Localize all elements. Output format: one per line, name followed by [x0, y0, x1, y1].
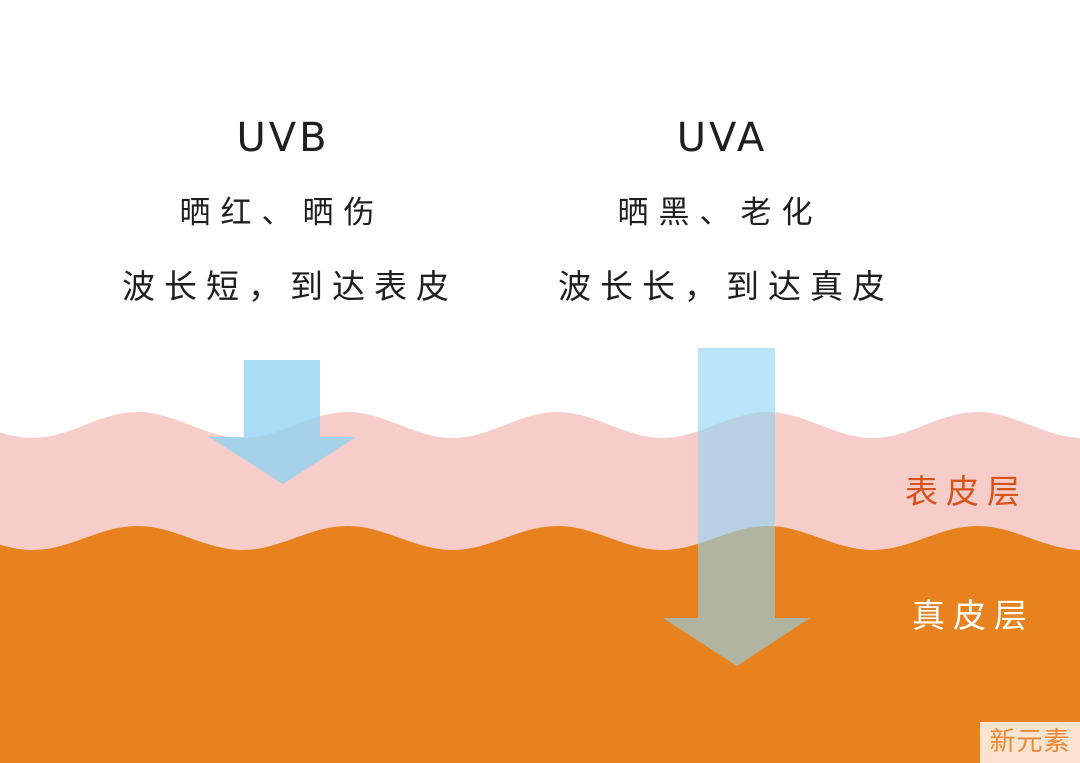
- uva-description: 波长长，到达真皮: [558, 267, 894, 306]
- dermis-label: 真皮层: [912, 596, 1035, 635]
- uva-effect: 晒黑、老化: [617, 195, 823, 231]
- uva-title: UVA: [676, 115, 768, 161]
- uva-arrow: [663, 348, 810, 666]
- uvb-title: UVB: [236, 115, 330, 161]
- epidermis-label: 表皮层: [905, 472, 1028, 511]
- uvb-arrow: [209, 360, 356, 484]
- dermis-layer: [0, 526, 1080, 763]
- uvb-effect: 晒红、晒伤: [179, 195, 385, 231]
- uvb-description: 波长短，到达表皮: [122, 267, 458, 306]
- watermark-logo: 新元素: [980, 722, 1080, 763]
